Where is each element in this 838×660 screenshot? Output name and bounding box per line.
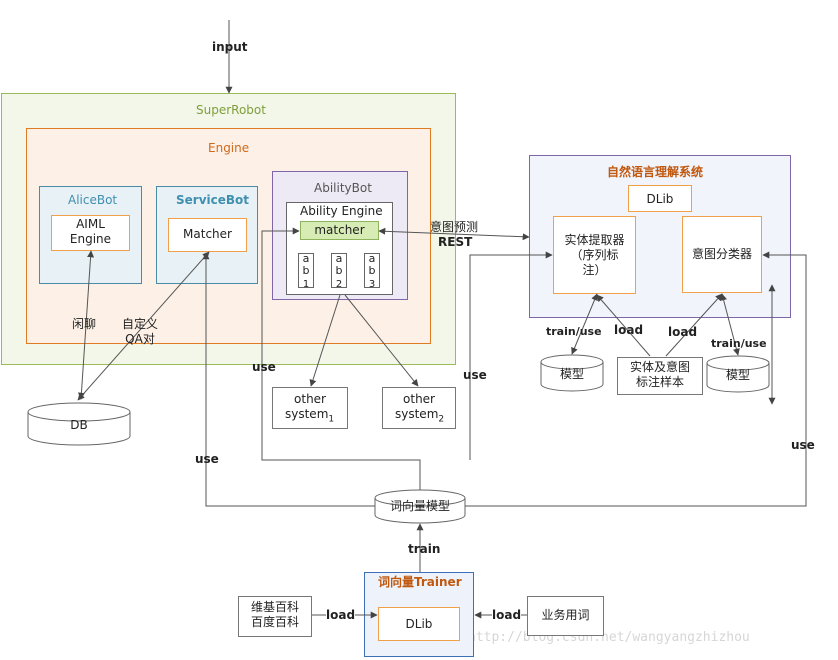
input-label: input	[212, 40, 248, 54]
other-system-2-index: 2	[438, 414, 445, 425]
trainer-title: 词向量Trainer	[378, 575, 462, 590]
ability-slot-1	[298, 253, 314, 288]
wvm-entity-use-line	[469, 251, 553, 460]
other-system-1-index: 1	[328, 414, 335, 425]
other-system-1-sub-text: system	[285, 407, 329, 421]
edge-rest: REST	[438, 235, 473, 249]
trainer-title-cn: 词向量	[378, 575, 415, 589]
other-system-1-name: other	[294, 392, 326, 406]
nlu-dlib-box	[628, 185, 692, 212]
aiml-engine-box	[51, 215, 130, 251]
edge-intent-predict: 意图预测	[430, 220, 479, 234]
ability-slot-3-num: 3	[368, 279, 376, 290]
superrobot-title: SuperRobot	[196, 103, 266, 117]
slot-other-system-1-arrow	[309, 294, 341, 387]
trainer-dlib-label: DLib	[405, 617, 433, 631]
edge-train-use-left: train/use	[546, 325, 602, 338]
entity-model-arrow	[571, 293, 598, 355]
samples-label: 实体及意图 标注样本	[629, 360, 690, 389]
edge-load-business: load	[492, 608, 522, 623]
wvm-ability-use-line	[261, 227, 421, 490]
edge-load-left: load	[614, 323, 644, 337]
edge-use-mid: use	[463, 368, 487, 382]
edge-train: train	[408, 542, 441, 556]
entity-extractor-box	[553, 216, 636, 294]
samples-box	[617, 357, 703, 395]
edge-use-left: use	[252, 360, 276, 374]
ability-slot-3-a: a	[368, 252, 376, 265]
samples-entity-arrow	[596, 294, 651, 357]
aiml-engine-label: AIML Engine	[69, 217, 112, 246]
model-right-cylinder	[706, 355, 770, 393]
ability-engine-label: Ability Engine	[300, 204, 383, 218]
wiki-label: 维基百科 百度百科	[250, 600, 299, 629]
engine-title: Engine	[208, 141, 250, 155]
other-system-2-sub: system2	[395, 407, 444, 426]
ability-slot-2	[331, 253, 347, 288]
model-left-cylinder	[540, 354, 604, 392]
intent-model-arrow	[720, 293, 740, 356]
trainer-dlib-box	[378, 607, 460, 641]
word-vector-model-label: 词向量模型	[389, 499, 450, 513]
word-vector-model-cylinder	[374, 489, 466, 524]
nlu-dlib-label: DLib	[646, 192, 674, 206]
other-system-2-sub-text: system	[395, 407, 439, 421]
servicebot-title: ServiceBot	[176, 193, 250, 207]
edge-load-right: load	[668, 325, 698, 339]
ability-slot-3-b: b	[368, 264, 376, 277]
wvm-servicebot-use-line	[202, 252, 375, 507]
samples-intent-arrow	[665, 293, 723, 357]
ability-slot-3	[364, 253, 380, 288]
other-system-1-box	[272, 387, 348, 429]
wvm-intent-use-line	[465, 251, 807, 507]
servicebot-matcher-label: Matcher	[183, 227, 232, 241]
servicebot-db-arrow	[77, 251, 210, 401]
other-system-1-sub: system1	[285, 407, 334, 426]
edge-chitchat: 闲聊	[72, 317, 97, 331]
matcher-nlu-arrow	[378, 227, 530, 241]
wiki-box	[238, 596, 312, 637]
abilitybot-title: AbilityBot	[314, 181, 372, 195]
ability-slot-1-a: a	[302, 252, 310, 265]
other-system-2-box	[382, 387, 456, 429]
edge-custom-qa: 自定义 QA对	[121, 317, 158, 346]
intent-classifier-label: 意图分类器	[691, 247, 752, 261]
edge-use-right: use	[791, 438, 815, 452]
slot-other-system-2-arrow	[344, 294, 419, 387]
ability-slot-1-num: 1	[302, 279, 310, 290]
model-right-label: 模型	[725, 368, 750, 382]
ability-slot-2-a: a	[335, 252, 343, 265]
intent-classifier-box	[682, 216, 762, 293]
ability-slot-2-num: 2	[335, 279, 343, 290]
model-left-label: 模型	[559, 367, 584, 381]
alicebot-title: AliceBot	[68, 193, 118, 207]
db-cylinder	[27, 402, 131, 446]
ability-slot-1-b: b	[302, 264, 310, 277]
business-words-box	[527, 596, 604, 636]
nlu-system-title: 自然语言理解系统	[607, 165, 704, 179]
business-words-label: 业务用词	[541, 608, 590, 622]
entity-extractor-label: 实体提取器 （序列标 注）	[564, 233, 625, 277]
other-system-2-name: other	[403, 392, 435, 406]
edge-use-bottom-left: use	[195, 452, 219, 466]
ability-matcher-label: matcher	[314, 223, 365, 237]
edge-train-use-right: train/use	[711, 337, 767, 350]
db-label: DB	[70, 418, 88, 432]
edge-load-wiki: load	[326, 608, 356, 623]
trainer-title-en: Trainer	[414, 575, 462, 589]
ability-slot-2-b: b	[335, 264, 343, 277]
